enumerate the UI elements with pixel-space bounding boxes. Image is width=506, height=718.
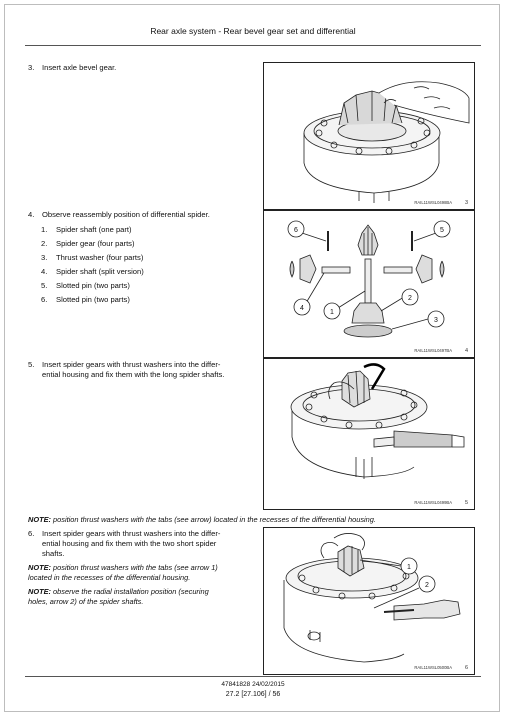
step-text-line: ential housing and fix them with the lon… — [42, 370, 225, 379]
list-item: 3.Thrust washer (four parts) — [41, 253, 144, 262]
figure-4: 6 5 4 1 2 3 RAIL11WSL0497BA 4 — [263, 210, 475, 358]
figure-code: RAIL11WSL0500BA — [414, 665, 452, 670]
figure-number: 3 — [464, 200, 468, 206]
step-text-line: Insert spider gears with thrust washers … — [42, 360, 221, 369]
callout-2: 2 — [408, 295, 412, 302]
step-text-line: Insert spider gears with thrust washers … — [42, 529, 221, 538]
figure-code: RAIL11WSL0499BA — [414, 500, 452, 505]
callout-3: 3 — [434, 317, 438, 324]
step-number: 6. — [28, 529, 35, 538]
step-6: 6. Insert spider gears with thrust washer… — [28, 529, 220, 559]
figure-3: RAIL11WSL0498BA 3 — [263, 62, 475, 210]
step-text: Observe reassembly position of different… — [42, 210, 210, 219]
callout-5: 5 — [440, 227, 444, 234]
short-spider-shafts-illustration: 1 2 — [283, 533, 461, 663]
callout-1: 1 — [330, 309, 334, 316]
footer-rule — [25, 676, 481, 677]
step-text: Insert axle bevel gear. — [42, 63, 117, 72]
list-item: 5.Slotted pin (two parts) — [41, 281, 130, 290]
figure-number: 4 — [464, 348, 468, 354]
note-thrust-washers: NOTE: position thrust washers with the t… — [28, 515, 478, 525]
parts-list: 1.Spider shaft (one part) 2.Spider gear … — [41, 223, 144, 307]
figure-code: RAIL11WSL0498BA — [414, 200, 452, 205]
note-arrow-2: NOTE: observe the radial installation po… — [28, 587, 209, 606]
callout-1: 1 — [407, 564, 411, 571]
step-5: 5. Insert spider gears with thrust washer… — [28, 360, 224, 380]
step-4: 4. Observe reassembly position of differe… — [28, 210, 210, 220]
footer-page-number: 27.2 [27.106] / 56 — [225, 691, 281, 698]
step-number: 5. — [28, 360, 35, 369]
list-item: 4.Spider shaft (split version) — [41, 267, 144, 276]
spider-installation-illustration — [290, 363, 465, 479]
list-item: 1.Spider shaft (one part) — [41, 225, 132, 234]
figure-5: RAIL11WSL0499BA 5 — [263, 358, 475, 510]
step-number: 3. — [28, 63, 35, 72]
figure-number: 6 — [464, 665, 468, 671]
note-text: position thrust washers with the tabs (s… — [51, 515, 376, 524]
list-item: 6.Slotted pin (two parts) — [41, 295, 130, 304]
page-border — [4, 4, 500, 712]
header-rule — [25, 45, 481, 46]
figure-number: 5 — [464, 500, 468, 506]
callout-2: 2 — [425, 582, 429, 589]
step-text-line: ential housing and fix them with the two… — [42, 539, 217, 548]
note-arrow-1: NOTE: position thrust washers with the t… — [28, 563, 218, 582]
exploded-spider-diagram: 6 5 4 1 2 3 — [287, 220, 451, 338]
bevel-gear-illustration — [303, 81, 470, 203]
page-header-title: Rear axle system - Rear bevel gear set a… — [150, 26, 356, 36]
callout-4: 4 — [300, 305, 304, 312]
figure-6: 1 2 RAIL11WSL0500BA 6 — [263, 527, 475, 675]
step-3: 3. Insert axle bevel gear. — [28, 63, 116, 73]
list-item: 2.Spider gear (four parts) — [41, 239, 135, 248]
figure-code: RAIL11WSL0497BA — [414, 348, 452, 353]
step-number: 4. — [28, 210, 35, 219]
callout-6: 6 — [294, 227, 298, 234]
step-text-line: shafts. — [42, 549, 65, 558]
footer-document-id: 47841828 24/02/2015 — [221, 681, 285, 688]
note-label: NOTE: — [28, 515, 51, 524]
